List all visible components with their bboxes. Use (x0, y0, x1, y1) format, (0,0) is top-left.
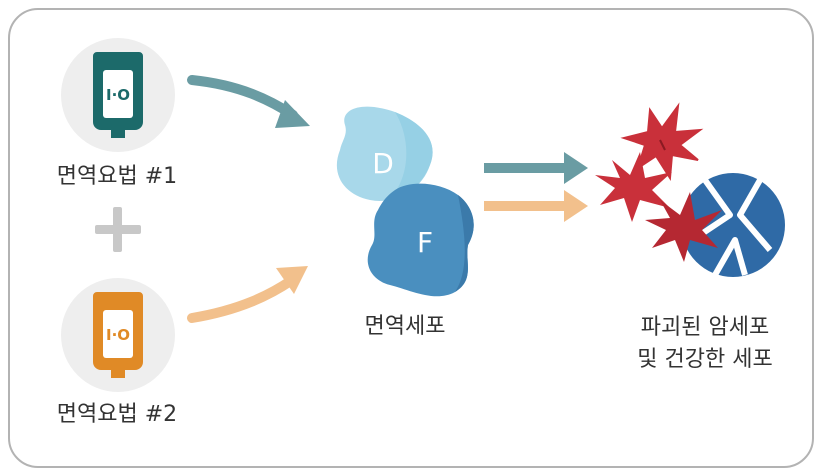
therapy2-label: 면역요법 #2 (56, 402, 178, 427)
arrow-icon (484, 190, 588, 222)
therapy2-node: I·O (61, 278, 175, 392)
iv-bag-icon: I·O (93, 52, 143, 138)
cancer-cell-icon (595, 102, 722, 262)
therapy2-bag-text: I·O (106, 326, 130, 344)
therapy1-node: I·O (61, 38, 175, 152)
arrow-icon (484, 152, 588, 184)
immune-cell-icon: D (336, 106, 433, 201)
plus-icon (95, 207, 141, 252)
result-line2: 및 건강한 세포 (637, 347, 773, 372)
healthy-cell-icon (681, 173, 785, 277)
result-line1: 파괴된 암세포 (640, 315, 770, 340)
therapy1-label: 면역요법 #1 (56, 164, 178, 189)
immune-cell-icon: F (367, 183, 474, 297)
therapy-diagram: I·O I·O D F (61, 38, 785, 392)
result-label: 파괴된 암세포 및 건강한 세포 (600, 312, 810, 376)
cell-f-letter: F (417, 226, 433, 259)
iv-bag-icon: I·O (93, 292, 143, 378)
cell-d-letter: D (372, 147, 394, 180)
arrow-icon (187, 75, 310, 128)
immune-cells-label: 면역세포 (364, 314, 446, 339)
arrow-icon (187, 266, 308, 323)
therapy1-bag-text: I·O (106, 86, 130, 104)
